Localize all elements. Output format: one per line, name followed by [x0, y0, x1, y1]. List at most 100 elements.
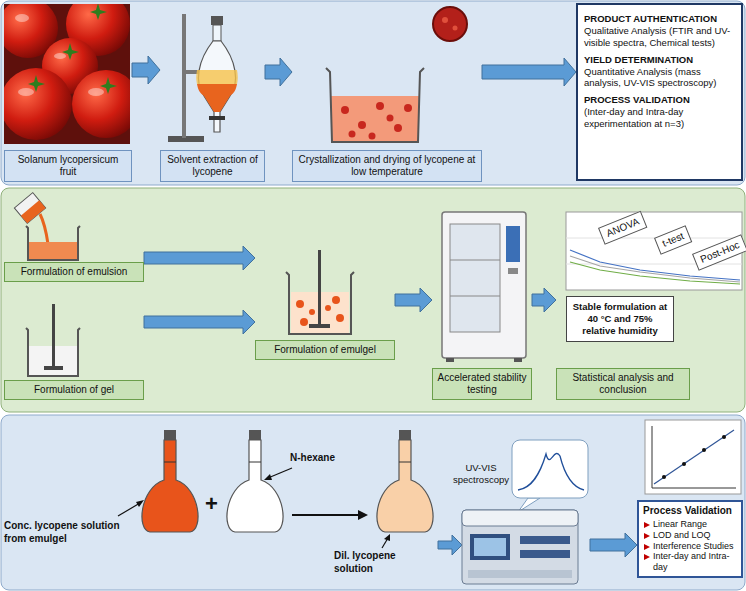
- node-text: Process Validation: [643, 505, 737, 517]
- emulsion-beaker: [14, 193, 80, 260]
- crystallization-beaker: [404, 104, 412, 112]
- crystallization-beaker: [341, 106, 349, 114]
- crystallization-beaker: [331, 96, 419, 142]
- spectrum-callout: [512, 440, 588, 512]
- flow-arrow: [132, 56, 160, 84]
- flask-diluted: [377, 440, 433, 532]
- node-text: Formulation of gel: [4, 380, 144, 400]
- calibration-plot: [652, 488, 736, 489]
- node-text: Linear Range: [643, 519, 737, 530]
- spectrometer: [462, 510, 578, 584]
- stability-chamber: [514, 358, 522, 362]
- node-text: Solvent extraction of lycopene: [160, 150, 265, 182]
- separatory-funnel: [211, 16, 223, 25]
- test-tag: Post-Hoc: [692, 234, 746, 271]
- mixing-arrow: [358, 510, 368, 520]
- spectrum-callout: [518, 453, 584, 490]
- gel-beaker: [26, 304, 80, 376]
- node-text: Qualitative Analysis (FTIR and UV-visibl…: [584, 25, 735, 49]
- flask-label: N-hexane: [290, 452, 335, 465]
- stability-chamber: [506, 226, 520, 262]
- crystallization-beaker: [394, 124, 402, 132]
- process-step: Solanum lycopersicum fruit: [4, 4, 132, 182]
- block-arrow: [438, 535, 462, 555]
- node-text: t-test: [661, 230, 686, 249]
- flow-arrow: [532, 288, 556, 312]
- spectrometer: [474, 538, 506, 556]
- test-tag: t-test: [654, 225, 692, 255]
- node-text: Statistical analysis and conclusion: [556, 368, 690, 400]
- flask-label: Conc. lycopene solution from emulgel: [4, 520, 122, 545]
- mixing-arrow: [292, 514, 360, 516]
- result-box: Stable formulation at 40 °C and 75% rela…: [566, 296, 674, 342]
- statistics-chart: [566, 212, 742, 290]
- stability-chamber: [450, 224, 500, 332]
- statistics-chart: [570, 262, 740, 284]
- test-tag: ANOVA: [598, 211, 648, 245]
- node-text: Inter-day and Intra-day: [643, 551, 737, 573]
- calibration-plot: [722, 435, 726, 439]
- node-text: ANOVA: [605, 216, 641, 240]
- crystallization-beaker: [453, 26, 458, 31]
- process-step: Formulation of emulsion: [4, 192, 144, 282]
- flow-arrow: [590, 533, 637, 557]
- tomato-photo: [88, 88, 104, 96]
- process-step: Solvent extraction of lycopene: [160, 4, 265, 182]
- flow-arrow: [395, 288, 432, 312]
- calibration-plot: [645, 420, 741, 494]
- flask-diluted: [399, 462, 411, 463]
- spectrometer: [470, 534, 510, 560]
- flask-concentrated: [164, 430, 176, 440]
- crystallization-beaker: [326, 68, 424, 142]
- leader-arrow: [118, 468, 390, 548]
- spectrometer: [520, 550, 570, 558]
- flask-label: Conc. lycopene solution from emulgel: [4, 520, 122, 545]
- separatory-funnel: [168, 14, 238, 142]
- calibration-plot: [662, 475, 666, 479]
- tomato-photo: [4, 68, 72, 140]
- emulsion-beaker: [29, 242, 77, 260]
- emulgel-beaker: [318, 250, 321, 326]
- plus-sign: +: [205, 493, 218, 515]
- instrument-step: UV-VIS spectroscopy: [452, 440, 590, 588]
- spectrum-callout: [512, 440, 588, 498]
- emulgel-beaker: [296, 300, 304, 308]
- gel-beaker: [44, 366, 63, 370]
- tomato-photo: [72, 70, 130, 138]
- spectrometer: [520, 536, 570, 544]
- tomato-photo: [4, 4, 130, 144]
- separatory-funnel: [213, 25, 221, 41]
- separatory-funnel: [196, 70, 238, 84]
- flask-hexane: [249, 462, 261, 463]
- emulsion-beaker: [40, 214, 48, 244]
- leader-arrow: [264, 474, 272, 480]
- analysis-box: PRODUCT AUTHENTICATIONQualitative Analys…: [576, 3, 743, 181]
- flask-concentrated: [142, 440, 198, 532]
- node-text: PROCESS VALIDATION: [584, 94, 735, 106]
- crystallization-beaker: [369, 133, 376, 140]
- process-step: Statistical analysis and conclusion: [556, 210, 690, 400]
- calibration-plot: [682, 462, 686, 466]
- node-text: Stable formulation at 40 °C and 75% rela…: [572, 301, 668, 337]
- calibration-plot: [645, 420, 741, 494]
- crystallization-beaker: [349, 131, 356, 138]
- leader-arrow: [136, 500, 144, 507]
- crystallization-beaker: [387, 115, 394, 122]
- crystallization-beaker: [376, 102, 384, 110]
- flask-label: Dil. lycopene solution: [334, 550, 416, 575]
- flask-hexane: [249, 430, 261, 440]
- node-text: Accelerated stability testing: [432, 368, 532, 400]
- mixing-arrow: [292, 510, 368, 520]
- emulgel-beaker: [336, 314, 344, 322]
- tomato-photo: [100, 77, 117, 94]
- flask-label: Dil. lycopene solution: [334, 550, 416, 575]
- flask-diluted: [399, 430, 411, 440]
- node-text: (Inter-day and Intra-day experimentation…: [584, 106, 735, 130]
- flow-arrow: [265, 58, 292, 86]
- spectrometer: [468, 570, 572, 578]
- node-text: Formulation of emulsion: [4, 262, 144, 282]
- emulgel-beaker: [300, 318, 308, 326]
- emulgel-beaker: [286, 250, 354, 334]
- tomato-photo: [15, 14, 29, 22]
